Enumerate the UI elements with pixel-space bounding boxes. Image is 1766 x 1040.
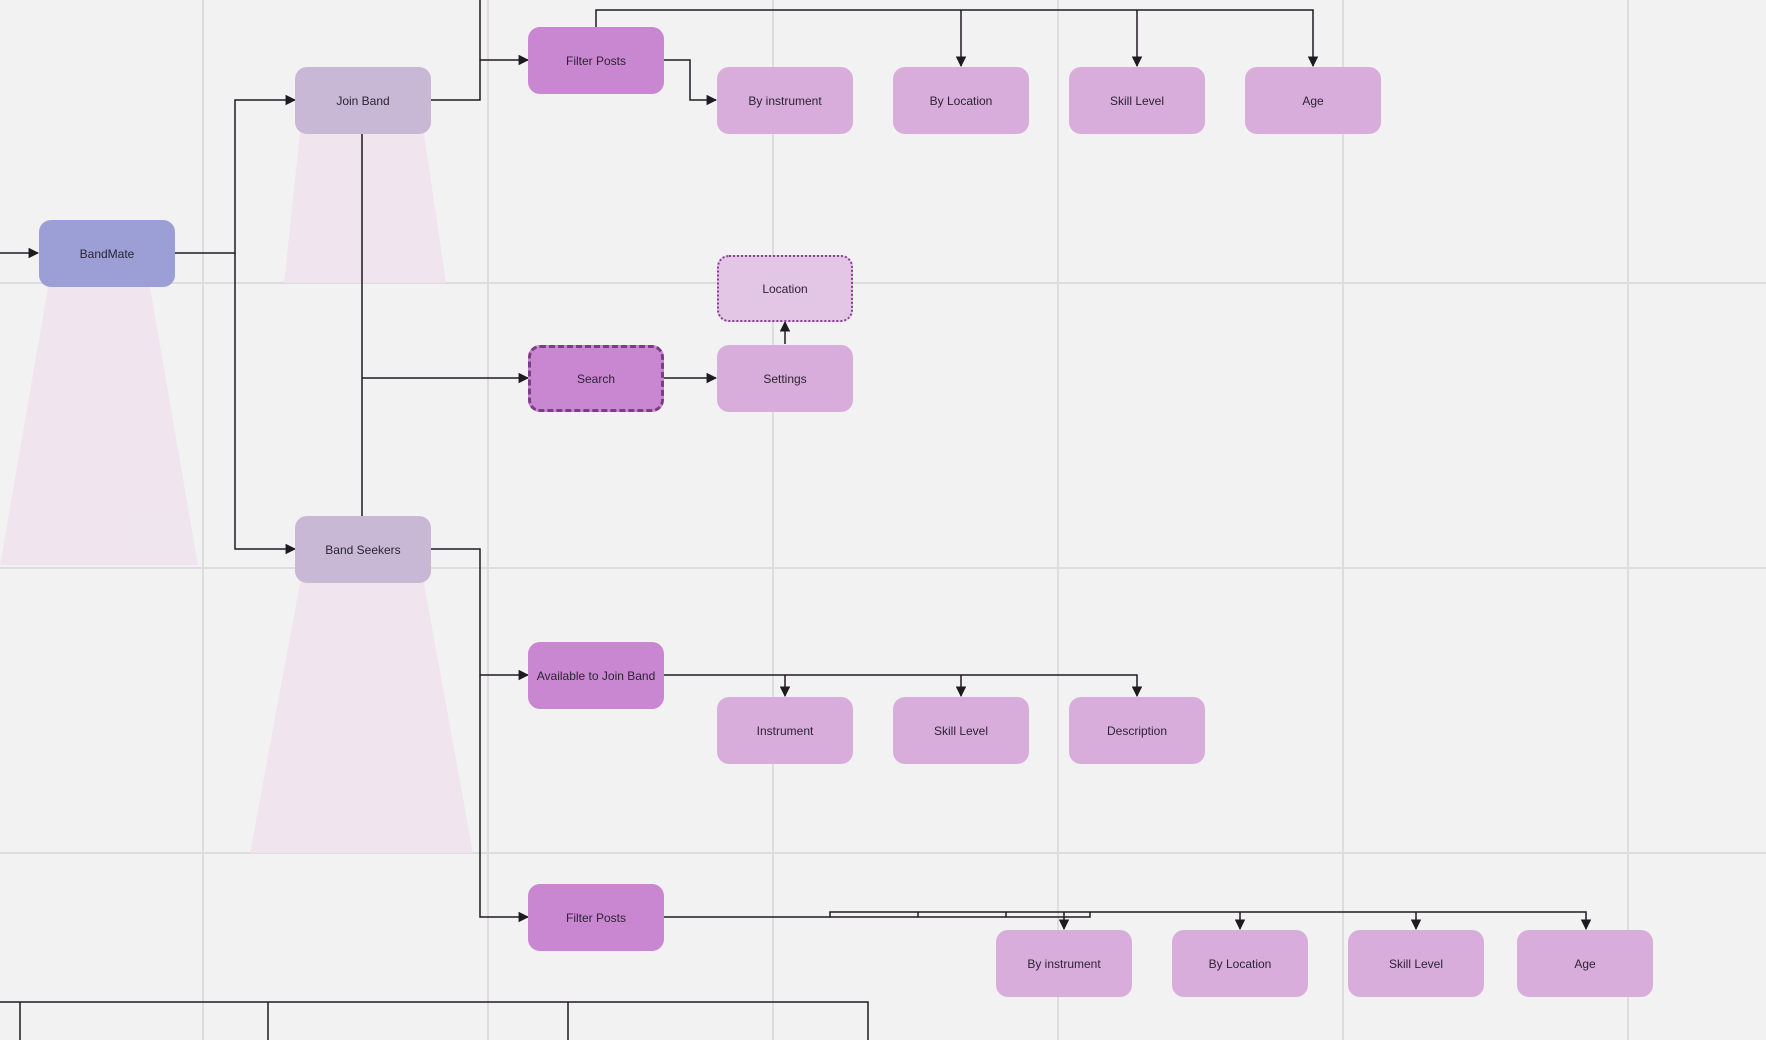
node-search[interactable]: Search bbox=[528, 345, 664, 412]
node-label: Instrument bbox=[756, 723, 814, 738]
node-label: Join Band bbox=[336, 93, 390, 108]
node-top-by-instrument[interactable]: By instrument bbox=[717, 67, 853, 134]
node-join-band[interactable]: Join Band bbox=[295, 67, 431, 134]
node-label: Age bbox=[1574, 956, 1596, 971]
node-bandmate[interactable]: BandMate bbox=[39, 220, 175, 287]
node-label: BandMate bbox=[79, 246, 135, 261]
node-label: Description bbox=[1106, 723, 1168, 738]
node-mid-skill-level[interactable]: Skill Level bbox=[893, 697, 1029, 764]
node-label: Filter Posts bbox=[565, 910, 626, 925]
node-top-age[interactable]: Age bbox=[1245, 67, 1381, 134]
node-bottom-by-location[interactable]: By Location bbox=[1172, 930, 1308, 997]
node-bottom-skill-level[interactable]: Skill Level bbox=[1348, 930, 1484, 997]
node-label: Age bbox=[1302, 93, 1324, 108]
node-label: Band Seekers bbox=[325, 542, 401, 557]
node-bottom-age[interactable]: Age bbox=[1517, 930, 1653, 997]
node-instrument[interactable]: Instrument bbox=[717, 697, 853, 764]
node-top-skill-level[interactable]: Skill Level bbox=[1069, 67, 1205, 134]
node-settings[interactable]: Settings bbox=[717, 345, 853, 412]
node-label: Search bbox=[576, 371, 616, 386]
node-label: Location bbox=[762, 281, 808, 296]
node-label: Skill Level bbox=[933, 723, 989, 738]
node-description[interactable]: Description bbox=[1069, 697, 1205, 764]
node-filter-posts-bottom[interactable]: Filter Posts bbox=[528, 884, 664, 951]
node-label: Available to Join Band bbox=[536, 668, 656, 683]
node-location[interactable]: Location bbox=[717, 255, 853, 322]
node-label: By Location bbox=[1208, 956, 1272, 971]
node-label: Skill Level bbox=[1388, 956, 1444, 971]
node-available-to-join-band[interactable]: Available to Join Band bbox=[528, 642, 664, 709]
node-top-by-location[interactable]: By Location bbox=[893, 67, 1029, 134]
node-label: By Location bbox=[929, 93, 993, 108]
node-label: Skill Level bbox=[1109, 93, 1165, 108]
node-label: Filter Posts bbox=[565, 53, 626, 68]
node-label: By instrument bbox=[748, 93, 822, 108]
node-label: Settings bbox=[763, 371, 807, 386]
node-bottom-by-instrument[interactable]: By instrument bbox=[996, 930, 1132, 997]
node-band-seekers[interactable]: Band Seekers bbox=[295, 516, 431, 583]
node-filter-posts-top[interactable]: Filter Posts bbox=[528, 27, 664, 94]
node-label: By instrument bbox=[1027, 956, 1101, 971]
